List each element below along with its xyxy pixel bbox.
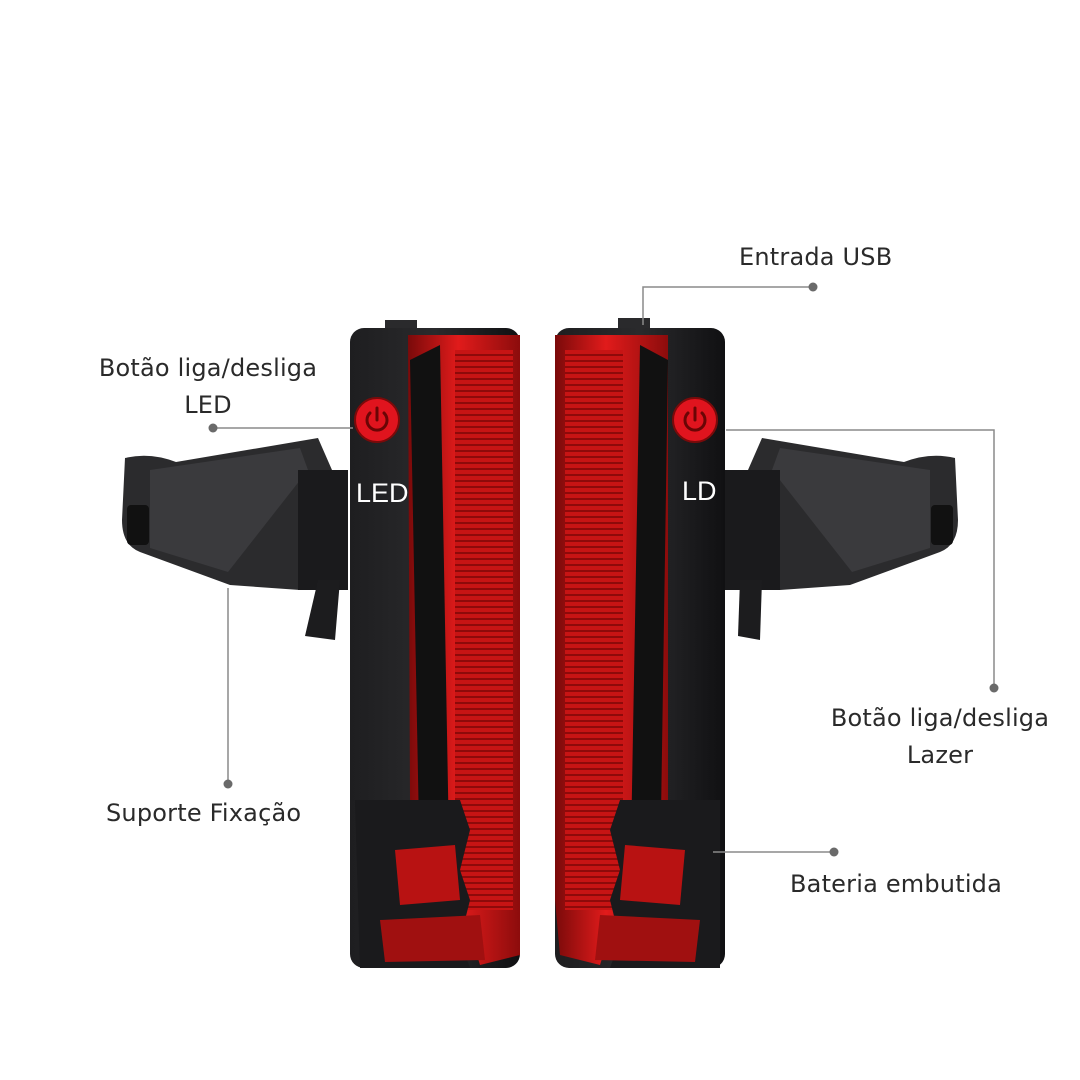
power-icon xyxy=(683,406,707,432)
callout-dot xyxy=(808,282,818,292)
left-tail-light xyxy=(350,320,520,968)
led-power-button[interactable] xyxy=(354,397,400,443)
led-button-callout: Botão liga/desliga LED xyxy=(80,350,336,424)
usb-port-label: Entrada USB xyxy=(739,239,892,276)
led-callout-line1: Botão liga/desliga xyxy=(98,354,318,382)
callout-usb-line xyxy=(642,286,813,325)
mount-text: Suporte Fixação xyxy=(106,799,302,827)
left-mount-clamp xyxy=(122,438,348,640)
callout-dot xyxy=(208,423,218,433)
callout-dot xyxy=(989,683,999,693)
laser-callout-line1: Botão liga/desliga xyxy=(830,704,1050,732)
battery-text: Bateria embutida xyxy=(790,870,1003,898)
mount-callout: Suporte Fixação xyxy=(106,795,301,832)
led-button-label: LED xyxy=(356,478,409,508)
callout-dot xyxy=(223,779,233,789)
laser-power-button[interactable] xyxy=(672,397,718,443)
ld-button-label: LD xyxy=(682,476,717,506)
battery-callout: Bateria embutida xyxy=(790,866,1002,903)
power-icon xyxy=(365,406,389,432)
callout-dot xyxy=(829,847,839,857)
led-callout-line2: LED xyxy=(184,391,232,419)
laser-callout-line2: Lazer xyxy=(906,741,974,769)
right-mount-clamp xyxy=(725,438,958,640)
callout-laser-line xyxy=(726,429,995,688)
right-tail-light xyxy=(555,318,725,968)
laser-button-callout: Botão liga/desliga Lazer xyxy=(812,700,1068,774)
usb-port-text: Entrada USB xyxy=(739,243,893,271)
